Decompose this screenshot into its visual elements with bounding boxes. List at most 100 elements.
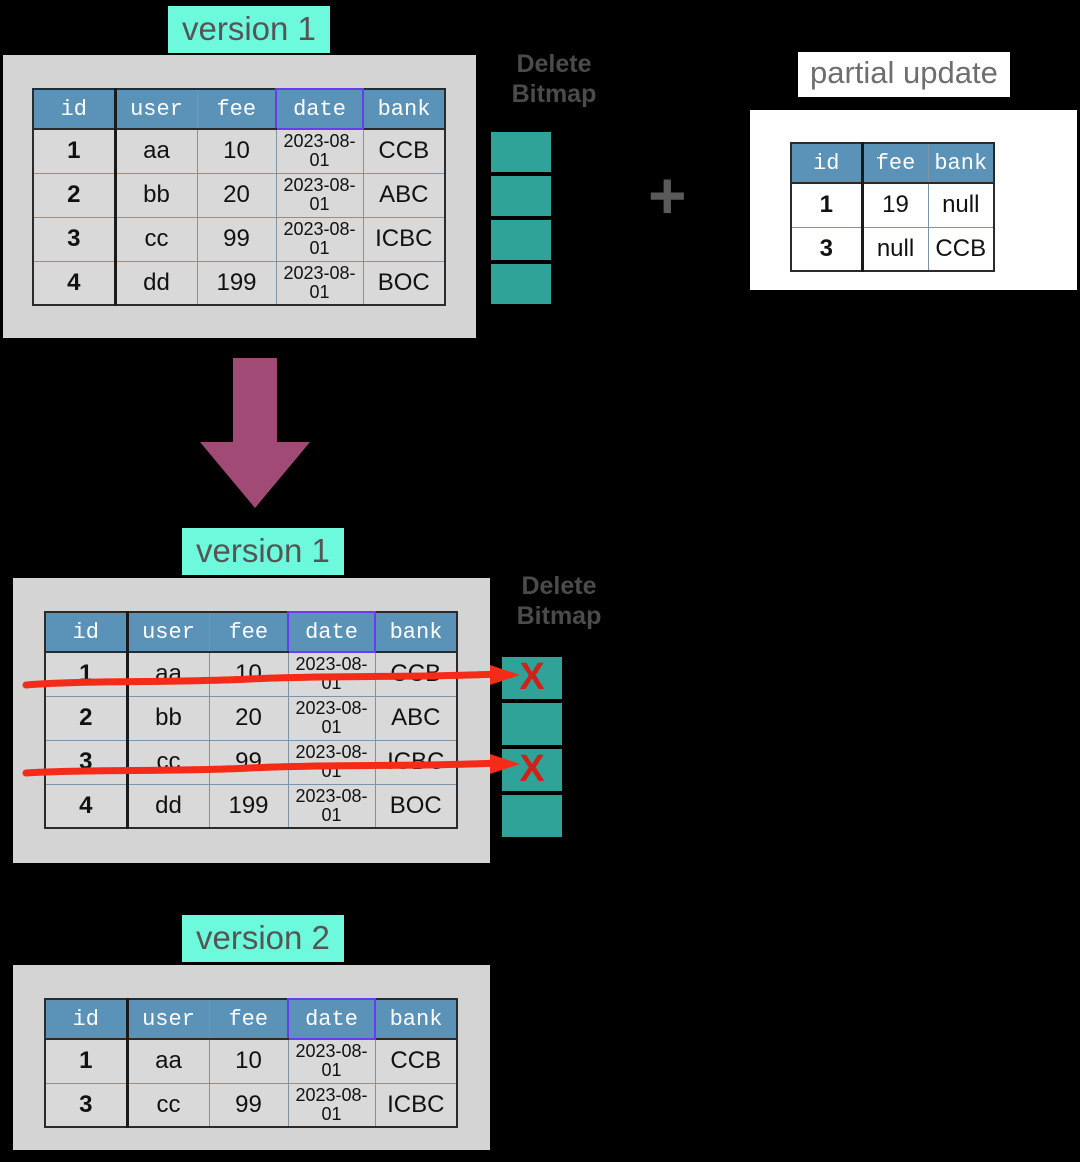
table-version1-marked: id user fee date bank 1 aa 10 2023-08-01… xyxy=(44,611,458,829)
cell-fee: 10 xyxy=(208,1038,289,1084)
col-header-user: user xyxy=(126,998,210,1040)
cell-date: 2023-08-01 xyxy=(275,260,364,306)
col-header-fee: fee xyxy=(208,611,289,653)
cell-bank: ICBC xyxy=(362,216,446,262)
cell-fee: 20 xyxy=(196,172,277,218)
col-header-date: date xyxy=(287,998,376,1040)
cell-fee: 99 xyxy=(196,216,277,262)
cell-date: 2023-08-01 xyxy=(287,783,376,829)
cell-user: bb xyxy=(114,172,198,218)
cell-id: 2 xyxy=(32,172,117,218)
table-row: 2 bb 20 2023-08-01 ABC xyxy=(44,695,458,741)
table-row: 3 cc 99 2023-08-01 ICBC xyxy=(32,216,446,262)
cell-bank: CCB xyxy=(362,128,446,174)
bitmap-cell-deleted: X xyxy=(500,747,564,793)
cell-user: cc xyxy=(114,216,198,262)
table-row: 1 aa 10 2023-08-01 CCB xyxy=(32,128,446,174)
col-header-fee: fee xyxy=(208,998,289,1040)
x-icon: X xyxy=(519,656,545,699)
col-header-id: id xyxy=(44,998,129,1040)
cell-user: aa xyxy=(114,128,198,174)
cell-fee: 20 xyxy=(208,695,289,741)
table-version2: id user fee date bank 1 aa 10 2023-08-01… xyxy=(44,998,458,1128)
table-row: 3 cc 99 2023-08-01 ICBC xyxy=(44,1082,458,1128)
cell-user: aa xyxy=(126,1038,210,1084)
col-header-date: date xyxy=(275,88,364,130)
col-header-bank: bank xyxy=(927,142,995,184)
delete-bitmap-mid: X X xyxy=(500,655,564,839)
cell-fee: 199 xyxy=(196,260,277,306)
table-partial-update: id fee bank 1 19 null 3 null CCB xyxy=(790,142,995,272)
col-header-user: user xyxy=(114,88,198,130)
delete-bitmap-caption-top: Delete Bitmap xyxy=(511,50,597,108)
cell-fee: 199 xyxy=(208,783,289,829)
col-header-id: id xyxy=(32,88,117,130)
plus-icon: + xyxy=(648,158,687,232)
version-label-top: version 1 xyxy=(168,6,330,53)
table-row: 4 dd 199 2023-08-01 BOC xyxy=(32,260,446,306)
cell-bank: BOC xyxy=(362,260,446,306)
bitmap-cell xyxy=(489,130,553,174)
cell-date: 2023-08-01 xyxy=(287,1038,376,1084)
cell-fee: 10 xyxy=(208,651,289,697)
delete-bitmap-top xyxy=(489,130,553,306)
delete-bitmap-caption-mid: Delete Bitmap xyxy=(516,572,602,630)
bitmap-cell xyxy=(489,218,553,262)
cell-bank: CCB xyxy=(927,226,995,272)
cell-id: 1 xyxy=(44,1038,129,1084)
partial-update-caption: partial update xyxy=(798,52,1010,97)
col-header-user: user xyxy=(126,611,210,653)
cell-fee: 10 xyxy=(196,128,277,174)
version-label-mid: version 1 xyxy=(182,528,344,575)
col-header-id: id xyxy=(44,611,129,653)
col-header-bank: bank xyxy=(374,611,458,653)
cell-date: 2023-08-01 xyxy=(287,695,376,741)
strike-arrow-row3 xyxy=(22,754,520,777)
table-row: 1 19 null xyxy=(790,182,995,228)
cell-date: 2023-08-01 xyxy=(275,216,364,262)
col-header-fee: fee xyxy=(861,142,929,184)
table-version1-top: id user fee date bank 1 aa 10 2023-08-01… xyxy=(32,88,446,306)
cell-id: 1 xyxy=(32,128,117,174)
bitmap-cell xyxy=(500,701,564,747)
col-header-id: id xyxy=(790,142,864,184)
table-header-row: id fee bank xyxy=(790,142,995,184)
cell-bank: ABC xyxy=(362,172,446,218)
col-header-date: date xyxy=(287,611,376,653)
table-row: 3 null CCB xyxy=(790,226,995,272)
cell-id: 4 xyxy=(32,260,117,306)
col-header-bank: bank xyxy=(374,998,458,1040)
cell-bank: null xyxy=(927,182,995,228)
bitmap-cell xyxy=(489,262,553,306)
col-header-fee: fee xyxy=(196,88,277,130)
cell-id: 3 xyxy=(32,216,117,262)
table-header-row: id user fee date bank xyxy=(32,88,446,130)
cell-fee: 99 xyxy=(208,1082,289,1128)
x-icon: X xyxy=(519,748,545,791)
cell-bank: CCB xyxy=(374,1038,458,1084)
cell-id: 1 xyxy=(790,182,864,228)
version-label-bottom: version 2 xyxy=(182,915,344,962)
strike-arrow-row1 xyxy=(22,665,520,689)
col-header-bank: bank xyxy=(362,88,446,130)
cell-user: dd xyxy=(126,783,210,829)
table-row: 2 bb 20 2023-08-01 ABC xyxy=(32,172,446,218)
table-row-deleted: 1 aa 10 2023-08-01 CCB xyxy=(44,651,458,697)
table-row: 1 aa 10 2023-08-01 CCB xyxy=(44,1038,458,1084)
down-arrow-icon xyxy=(200,358,310,508)
cell-id: 3 xyxy=(790,226,864,272)
cell-bank: ICBC xyxy=(374,1082,458,1128)
cell-id: 4 xyxy=(44,783,129,829)
cell-fee: null xyxy=(861,226,929,272)
cell-user: dd xyxy=(114,260,198,306)
cell-fee: 19 xyxy=(861,182,929,228)
cell-date: 2023-08-01 xyxy=(275,172,364,218)
cell-bank: ABC xyxy=(374,695,458,741)
cell-user: cc xyxy=(126,1082,210,1128)
table-header-row: id user fee date bank xyxy=(44,611,458,653)
cell-id: 3 xyxy=(44,1082,129,1128)
table-row: 4 dd 199 2023-08-01 BOC xyxy=(44,783,458,829)
cell-id: 2 xyxy=(44,695,129,741)
bitmap-cell xyxy=(500,793,564,839)
